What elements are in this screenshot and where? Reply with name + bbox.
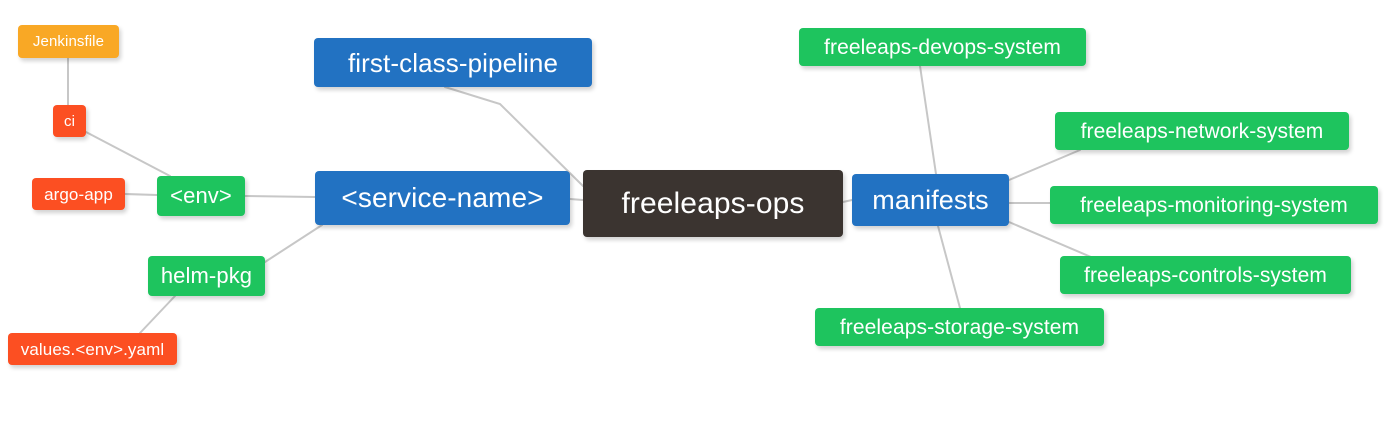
- edge-helm-pkg-to-values-env-yaml: [139, 295, 176, 334]
- edge-manifests-to-freeleaps-storage-system: [937, 225, 961, 309]
- edge-env-to-argo-app: [124, 193, 158, 196]
- edge-manifests-to-freeleaps-network-system: [1008, 149, 1081, 181]
- node-freeleaps-devops-system[interactable]: freeleaps-devops-system: [799, 28, 1086, 66]
- node-first-class-pipeline[interactable]: first-class-pipeline: [314, 38, 592, 87]
- node-freeleaps-ops[interactable]: freeleaps-ops: [583, 170, 843, 237]
- node-freeleaps-monitoring-system[interactable]: freeleaps-monitoring-system: [1050, 186, 1378, 224]
- edge-env-to-ci: [85, 131, 171, 177]
- node-jenkinsfile[interactable]: Jenkinsfile: [18, 25, 119, 58]
- edge-service-name-to-helm-pkg: [264, 224, 323, 263]
- node-freeleaps-storage-system[interactable]: freeleaps-storage-system: [815, 308, 1104, 346]
- node-ci[interactable]: ci: [53, 105, 86, 137]
- edge-service-name-to-env: [244, 195, 316, 198]
- edge-freeleaps-ops-to-service-name: [569, 198, 584, 201]
- node-argo-app[interactable]: argo-app: [32, 178, 125, 210]
- node-service-name[interactable]: <service-name>: [315, 171, 570, 225]
- node-freeleaps-controls-system[interactable]: freeleaps-controls-system: [1060, 256, 1351, 294]
- node-env[interactable]: <env>: [157, 176, 245, 216]
- node-freeleaps-network-system[interactable]: freeleaps-network-system: [1055, 112, 1349, 150]
- edge-freeleaps-ops-to-manifests: [842, 199, 853, 203]
- node-values-env-yaml[interactable]: values.<env>.yaml: [8, 333, 177, 365]
- edge-manifests-to-freeleaps-devops-system: [919, 65, 937, 175]
- node-manifests[interactable]: manifests: [852, 174, 1009, 226]
- node-helm-pkg[interactable]: helm-pkg: [148, 256, 265, 296]
